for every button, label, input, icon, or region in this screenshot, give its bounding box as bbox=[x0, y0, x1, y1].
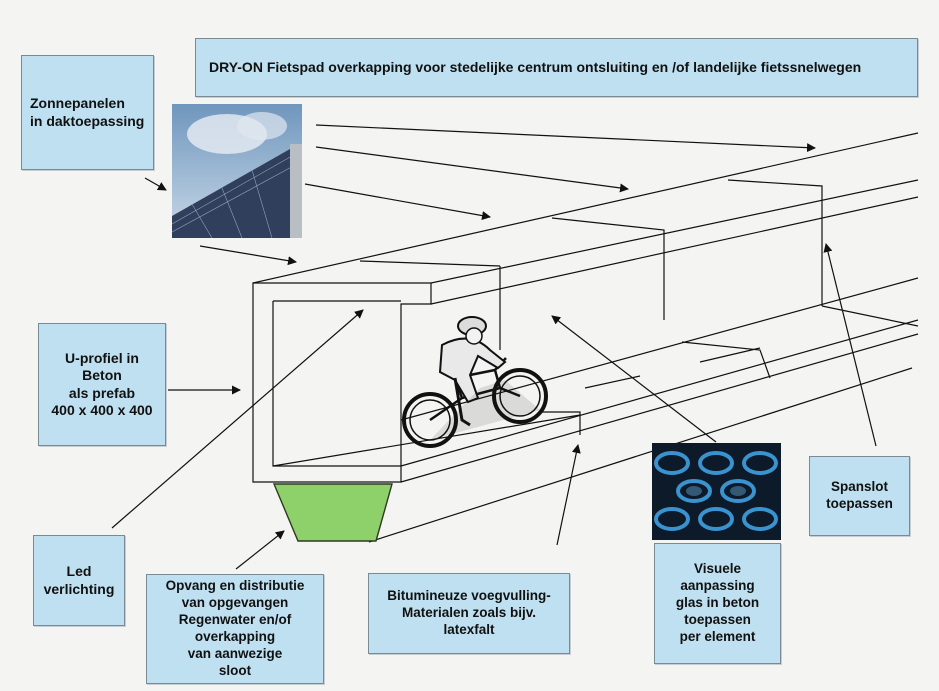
label-opvang-line3: Regenwater en/of bbox=[178, 612, 292, 628]
label-bitumineuze-line3: latexfalt bbox=[443, 621, 495, 637]
label-zonnepanelen-line2: in daktoepassing bbox=[30, 112, 145, 129]
segment-base-3 bbox=[821, 305, 919, 327]
arrow-bitumen bbox=[556, 444, 581, 546]
roof-edge-under bbox=[430, 196, 919, 305]
label-visuele-line2: aanpassing bbox=[680, 578, 755, 594]
label-u-profiel-line1: U-profiel in bbox=[65, 349, 139, 366]
u-profile-front-inner bbox=[272, 300, 401, 467]
arrow-zonnepanelen-in bbox=[144, 177, 167, 191]
label-opvang-line4: overkapping bbox=[194, 629, 276, 644]
wall-line-4 bbox=[368, 367, 913, 543]
segment-base-1 bbox=[540, 411, 581, 435]
label-visuele-line5: per element bbox=[679, 628, 756, 644]
label-u-profiel-line3: als prefab bbox=[68, 384, 136, 401]
arrow-spanslot bbox=[823, 243, 877, 447]
label-bitumineuze: Bitumineuze voegvulling- Materialen zoal… bbox=[368, 573, 570, 654]
label-led-line2: verlichting bbox=[43, 580, 115, 597]
cyclist-illustration bbox=[402, 316, 548, 448]
title-box: DRY-ON Fietspad overkapping voor stedeli… bbox=[195, 38, 918, 97]
roof-edge-top bbox=[252, 132, 919, 284]
arrow-opvang bbox=[235, 530, 285, 570]
label-visuele-line3: glas in beton bbox=[675, 595, 760, 611]
roof-joint-2 bbox=[727, 179, 823, 200]
wall-line-3 bbox=[400, 333, 919, 483]
arrow-solar-1 bbox=[304, 183, 491, 221]
label-opvang-line2: van opgevangen bbox=[181, 595, 289, 611]
label-visuele: Visuele aanpassing glas in beton toepass… bbox=[654, 543, 781, 664]
gutter-shape bbox=[272, 483, 393, 542]
glass-in-concrete-photo bbox=[652, 443, 781, 540]
label-bitumineuze-line1: Bitumineuze voegvulling- bbox=[387, 588, 551, 604]
label-u-profiel: U-profiel in Beton als prefab 400 x 400 … bbox=[38, 323, 166, 446]
label-spanslot: Spanslot toepassen bbox=[809, 456, 910, 536]
label-zonnepanelen-line1: Zonnepanelen bbox=[30, 95, 125, 111]
arrow-solar-2 bbox=[315, 146, 629, 193]
wall-inner bbox=[272, 414, 581, 467]
segment-base-2 bbox=[681, 341, 771, 379]
path-line-2 bbox=[699, 347, 761, 363]
label-u-profiel-line2: Beton bbox=[82, 367, 122, 383]
page-title: DRY-ON Fietspad overkapping voor stedeli… bbox=[209, 58, 862, 75]
label-u-profiel-line4: 400 x 400 x 400 bbox=[51, 402, 153, 418]
label-bitumineuze-line2: Materialen zoals bijv. bbox=[401, 605, 537, 621]
arrow-led bbox=[111, 309, 364, 529]
label-visuele-line1: Visuele bbox=[693, 561, 742, 577]
arrow-solar-3 bbox=[315, 124, 816, 153]
wall-line-1 bbox=[400, 277, 919, 421]
path-line-1 bbox=[584, 375, 641, 389]
label-visuele-line4: toepassen bbox=[684, 611, 751, 627]
roof-joint-1 bbox=[551, 217, 665, 242]
arrow-solar-roof bbox=[199, 245, 297, 266]
label-spanslot-line2: toepassen bbox=[826, 496, 893, 511]
label-opvang: Opvang en distributie van opgevangen Reg… bbox=[146, 574, 324, 684]
label-opvang-line5: van aanwezige bbox=[187, 645, 283, 661]
label-led: Led verlichting bbox=[33, 535, 125, 626]
arrow-glass-1 bbox=[551, 315, 717, 443]
label-zonnepanelen: Zonnepanelen in daktoepassing bbox=[21, 55, 154, 170]
label-opvang-line1: Opvang en distributie bbox=[165, 578, 305, 594]
roof-inner-line bbox=[359, 260, 501, 267]
solar-panels-photo bbox=[172, 104, 302, 238]
label-opvang-line6: sloot bbox=[218, 662, 252, 678]
wall-line-2 bbox=[400, 319, 919, 467]
label-spanslot-line1: Spanslot bbox=[830, 479, 888, 495]
roof-edge-front bbox=[430, 179, 919, 284]
label-led-line1: Led bbox=[66, 563, 92, 579]
